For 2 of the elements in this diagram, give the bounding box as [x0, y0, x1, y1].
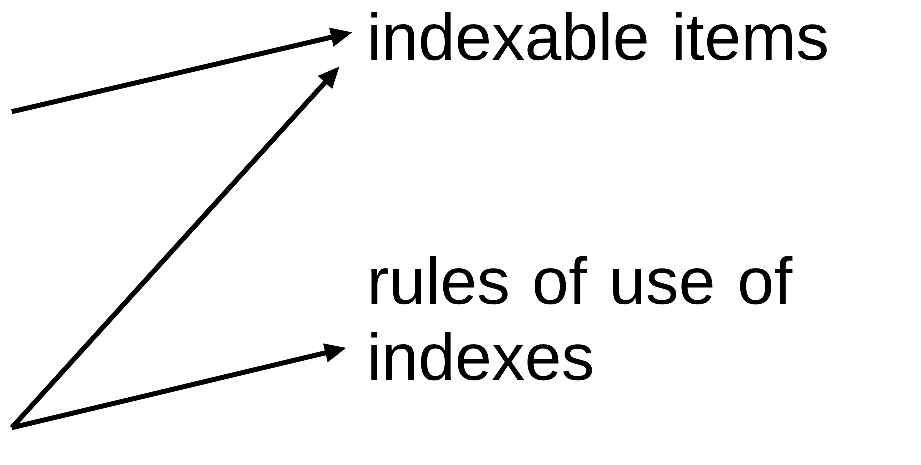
text-label: rules of use of indexes	[372, 256, 793, 381]
text-label: indexable items	[372, 12, 827, 61]
